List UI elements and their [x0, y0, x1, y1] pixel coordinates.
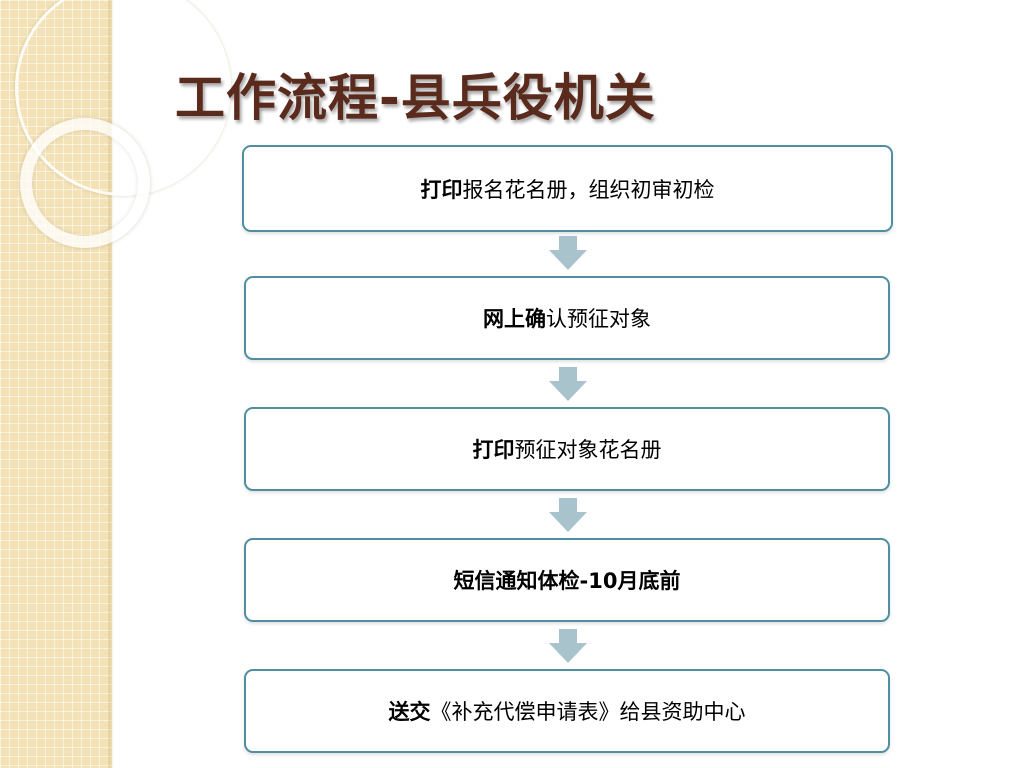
step-3-text: 预征对象花名册 [514, 438, 662, 462]
decorative-ring-small [20, 118, 150, 248]
step-5-text: 《补充代偿申请表》给县资助中心 [430, 700, 746, 724]
down-arrow-icon [549, 367, 587, 401]
step-4-text: 检-10月底前 [558, 569, 681, 593]
down-arrow-icon [549, 498, 587, 532]
flow-step-1: 打印报名花名册，组织初审初检 [242, 145, 893, 232]
step-1-bold: 打印 [420, 177, 463, 202]
slide-title: 工作流程-县兵役机关 [175, 69, 656, 127]
flow-step-4: 短信通知体检-10月底前 [244, 538, 890, 622]
side-band-edge [108, 0, 114, 768]
step-4-bold: 短信通知体 [453, 569, 559, 593]
step-3-bold: 打印 [472, 438, 515, 462]
flow-step-3: 打印预征对象花名册 [244, 407, 890, 491]
flow-step-2: 网上确认预征对象 [244, 276, 890, 360]
down-arrow-icon [549, 629, 587, 663]
step-2-bold: 网上确 [483, 307, 546, 331]
flow-step-5: 送交《补充代偿申请表》给县资助中心 [244, 669, 890, 753]
step-2-text: 认预征对象 [546, 307, 651, 331]
step-1-text: 报名花名册，组织初审初检 [462, 177, 715, 202]
down-arrow-icon [549, 236, 587, 270]
step-5-bold: 送交 [388, 700, 431, 724]
